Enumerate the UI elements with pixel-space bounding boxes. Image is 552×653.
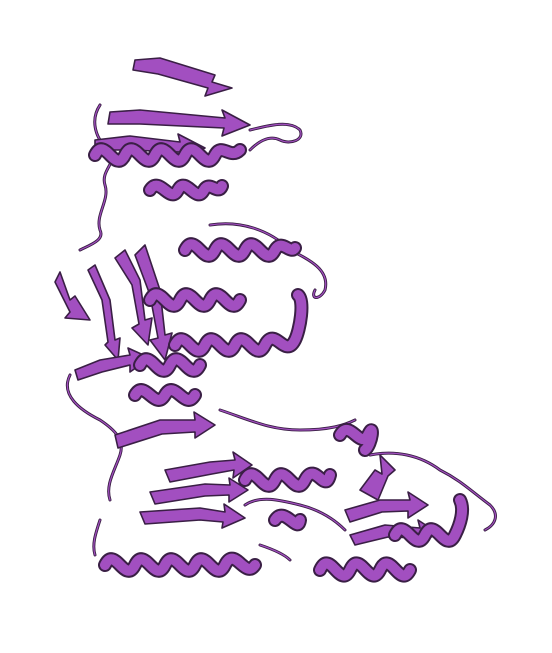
beta-strand bbox=[139, 503, 246, 529]
alpha-helix bbox=[145, 180, 227, 200]
alpha-helix bbox=[270, 510, 305, 530]
coil-bottom-middle-link bbox=[244, 498, 346, 531]
coil-loops bbox=[65, 103, 497, 562]
coil-left-middle bbox=[65, 373, 123, 502]
coil-bottom-middle bbox=[219, 409, 356, 431]
beta-strand bbox=[114, 249, 153, 346]
coil-right bbox=[369, 452, 497, 531]
beta-strand bbox=[107, 109, 251, 137]
alpha-helix bbox=[170, 290, 307, 356]
beta-strand bbox=[114, 411, 216, 449]
coil-middle-right bbox=[209, 223, 327, 299]
beta-strand bbox=[132, 57, 233, 97]
alpha-helix bbox=[240, 468, 335, 491]
alpha-helix bbox=[315, 558, 415, 581]
beta-strand bbox=[359, 454, 396, 501]
alpha-helix bbox=[145, 289, 245, 311]
alpha-helix bbox=[390, 495, 468, 546]
alpha-helix bbox=[135, 354, 205, 376]
coil-top-right bbox=[249, 123, 302, 151]
coil-top bbox=[78, 103, 115, 252]
beta-strand bbox=[149, 477, 249, 505]
alpha-helix bbox=[100, 553, 260, 576]
alpha-helix bbox=[180, 239, 300, 261]
alpha-helix bbox=[335, 425, 377, 455]
beta-strand bbox=[87, 264, 121, 361]
alpha-helices bbox=[88, 142, 470, 583]
beta-strand bbox=[54, 271, 91, 321]
alpha-helix bbox=[90, 144, 245, 166]
beta-strand bbox=[344, 491, 429, 523]
coil-bottom-left bbox=[92, 518, 292, 562]
alpha-helix bbox=[130, 385, 200, 405]
coil-left-middle bbox=[66, 374, 122, 501]
coil-bottom-left bbox=[93, 519, 291, 561]
